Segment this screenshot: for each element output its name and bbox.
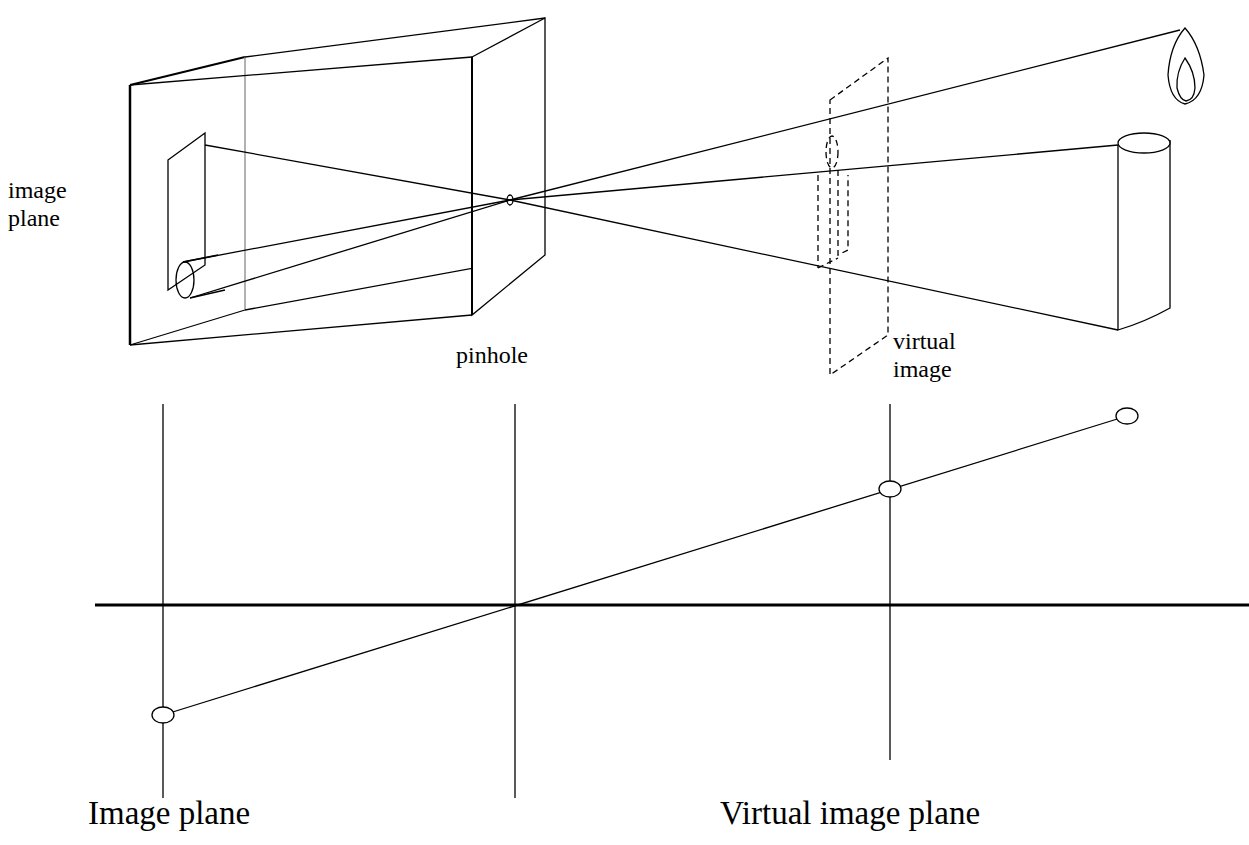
- pinhole-label: pinhole: [456, 342, 576, 370]
- plane-caption: Image plane: [88, 795, 388, 833]
- candle: [1118, 28, 1204, 330]
- plane-caption: Virtual image plane: [720, 795, 1140, 833]
- schematic-view: [95, 404, 1249, 798]
- inverted-image: [168, 133, 510, 298]
- plane-label: virtual image: [893, 328, 983, 383]
- virtual-image-plane: [818, 58, 888, 375]
- plane-label: image plane: [8, 177, 88, 232]
- camera-box: [130, 18, 545, 345]
- light-rays: [510, 30, 1180, 330]
